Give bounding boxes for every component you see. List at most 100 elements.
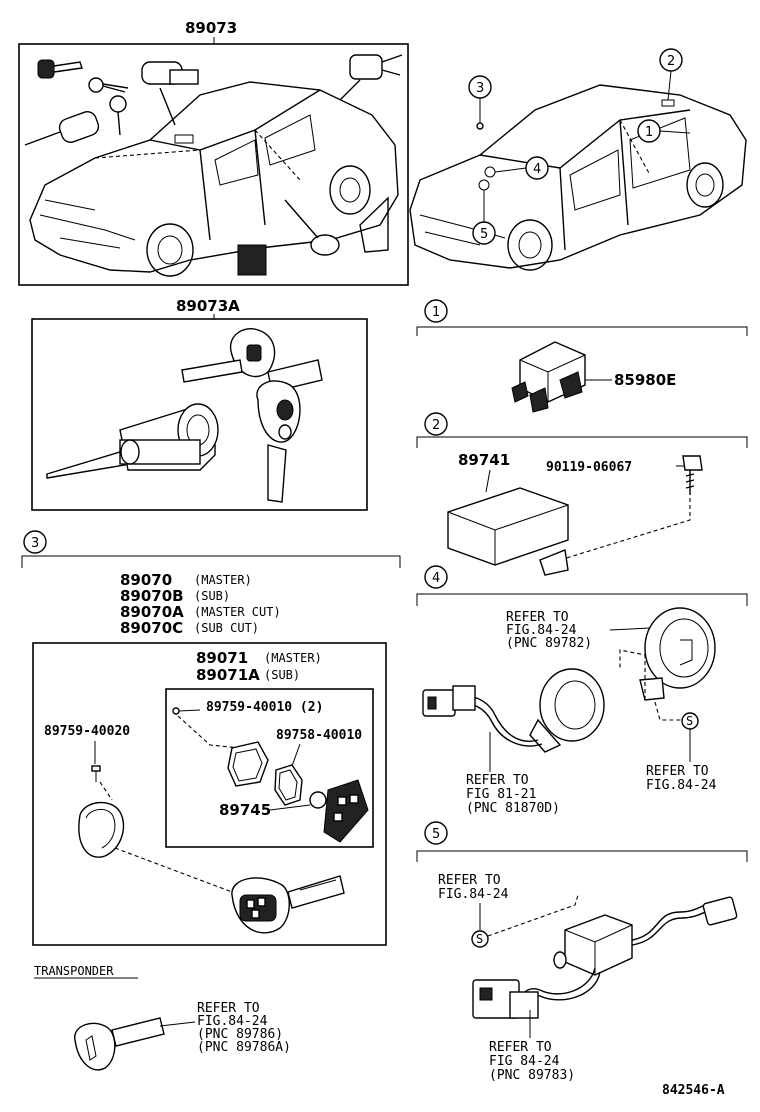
section-1: 1 85980E: [416, 299, 748, 413]
transponder-label: TRANSPONDER: [34, 964, 114, 978]
glove-box-lock-icon: [237, 244, 267, 276]
part-89073A-label: 89073A: [176, 297, 240, 315]
svg-text:FIG 84-24: FIG 84-24: [489, 1054, 560, 1069]
svg-text:4: 4: [432, 571, 440, 586]
svg-text:89071A: 89071A: [196, 666, 260, 684]
screw-icon: [91, 765, 101, 782]
callout-5: 5: [472, 179, 496, 245]
screw-89759-40020-label: 89759-40020: [44, 724, 130, 739]
svg-text:REFER TO: REFER TO: [489, 1040, 552, 1055]
svg-text:4: 4: [533, 162, 541, 177]
bolt-icon: [682, 455, 703, 495]
bolt-label: 90119-06067: [546, 460, 632, 475]
callout-1: 1: [637, 119, 691, 143]
svg-text:(PNC 89786A): (PNC 89786A): [197, 1040, 291, 1055]
svg-text:REFER TO: REFER TO: [646, 764, 709, 779]
section-4-tag: [424, 565, 448, 589]
callout-4: 4: [484, 156, 549, 180]
key-box: [32, 642, 387, 946]
svg-text:1: 1: [645, 125, 653, 140]
key-part-list: 89070 (MASTER) 89070B (SUB) 89070A (MAST…: [120, 571, 281, 637]
cover-89758-40010-label: 89758-40010: [276, 728, 362, 743]
svg-text:S: S: [476, 932, 483, 946]
section-5-tag: [424, 821, 448, 845]
svg-text:REFER TO: REFER TO: [197, 1001, 260, 1016]
transponder-key-icon: [74, 1017, 165, 1071]
svg-text:S: S: [686, 714, 693, 728]
key-icon: [37, 59, 83, 79]
svg-text:89070: 89070: [120, 571, 172, 589]
svg-text:(PNC 89786): (PNC 89786): [197, 1027, 283, 1042]
svg-text:89070C: 89070C: [120, 619, 183, 637]
svg-text:(PNC 89783): (PNC 89783): [489, 1068, 575, 1083]
svg-text:FIG 81-21: FIG 81-21: [466, 787, 536, 802]
refer-note-84-24: REFER TO FIG.84-24: [646, 764, 717, 793]
svg-text:(MASTER): (MASTER): [194, 573, 252, 587]
svg-text:89070B: 89070B: [120, 587, 184, 605]
svg-text:2: 2: [432, 418, 440, 433]
kit-box: [31, 318, 368, 511]
transmitter-part-list: 89071 (MASTER) 89071A (SUB): [196, 649, 322, 684]
key-cylinder-kit-panel: 89073A: [31, 297, 368, 511]
key-icon: [88, 77, 129, 136]
part-89073-label: 89073: [185, 19, 237, 37]
section-1-tag: [424, 299, 448, 323]
svg-text:REFER TO: REFER TO: [506, 610, 569, 625]
svg-text:89071: 89071: [196, 649, 248, 667]
sub-key-icon: [256, 380, 301, 503]
svg-text:(SUB): (SUB): [264, 668, 300, 682]
transmitter-key-icon: [231, 875, 345, 934]
section-2-tag: [424, 412, 448, 436]
svg-text:(MASTER): (MASTER): [264, 651, 322, 665]
refer-note-84-24: REFER TO FIG.84-24: [438, 873, 509, 930]
callout-3: 3: [468, 75, 492, 130]
transmitter-box: [165, 688, 374, 848]
svg-text:1: 1: [432, 305, 440, 320]
key-ring-harness-icon: [422, 668, 605, 753]
svg-text:(PNC 89782): (PNC 89782): [506, 636, 592, 651]
ignition-cylinder-icon: [46, 403, 219, 479]
refer-note-81870D: REFER TO FIG 81-21 (PNC 81870D): [466, 732, 560, 816]
lock-set-box: [18, 43, 409, 286]
svg-text:(PNC 81870D): (PNC 81870D): [466, 801, 560, 816]
battery-icon: [309, 791, 327, 809]
locator-car-panel: 3 2 1 4 5: [409, 48, 747, 271]
svg-text:REFER TO: REFER TO: [438, 873, 501, 888]
figure-code: 842546-A: [662, 1083, 725, 1098]
battery-89745-label: 89745: [219, 801, 271, 819]
connector-icon: [472, 979, 539, 1019]
switch-85980E-icon: [511, 341, 586, 413]
cover-plate-icon: [274, 764, 303, 806]
transponder-refer-note: REFER TO FIG.84-24 (PNC 89786) (PNC 8978…: [159, 1001, 291, 1055]
svg-text:3: 3: [476, 81, 484, 96]
callout-2: 2: [659, 48, 683, 107]
svg-text:FIG.84-24: FIG.84-24: [438, 887, 509, 902]
svg-text:2: 2: [667, 54, 675, 69]
section-3-tag: [23, 530, 47, 554]
door-cylinder-small-icon: [284, 196, 389, 256]
svg-text:FIG.84-24: FIG.84-24: [197, 1014, 268, 1029]
master-key-icon: [181, 328, 323, 393]
section-5: 5 REFER TO FIG.84-24 S: [416, 821, 748, 1083]
svg-text:(SUB CUT): (SUB CUT): [194, 621, 259, 635]
car-outline-left-icon: [29, 81, 399, 277]
part-85980E-label: 85980E: [614, 371, 676, 389]
screw-89759-40010-label: 89759-40010 (2): [206, 700, 323, 715]
svg-text:3: 3: [31, 536, 39, 551]
part-89741-label: 89741: [458, 451, 510, 469]
car-outline-right-icon: [409, 84, 747, 271]
section-2: 2 89741 90119-06067: [416, 412, 748, 576]
svg-text:89070A: 89070A: [120, 603, 184, 621]
key-pad-icon: [323, 779, 369, 843]
refer-note-89782: REFER TO FIG.84-24 (PNC 89782): [506, 610, 651, 651]
ignition-cylinder-icon: [141, 61, 199, 144]
screw-s-mark: S: [471, 930, 489, 948]
illumination-ring-icon: [639, 607, 716, 701]
svg-text:(MASTER CUT): (MASTER CUT): [194, 605, 281, 619]
svg-text:(SUB): (SUB): [194, 589, 230, 603]
section-4: 4 REFER TO FIG.84-24 (PNC 89782) S REFER…: [416, 565, 748, 816]
transmitter-shell-icon: [78, 801, 125, 858]
warning-switch-icon: [514, 896, 738, 1007]
